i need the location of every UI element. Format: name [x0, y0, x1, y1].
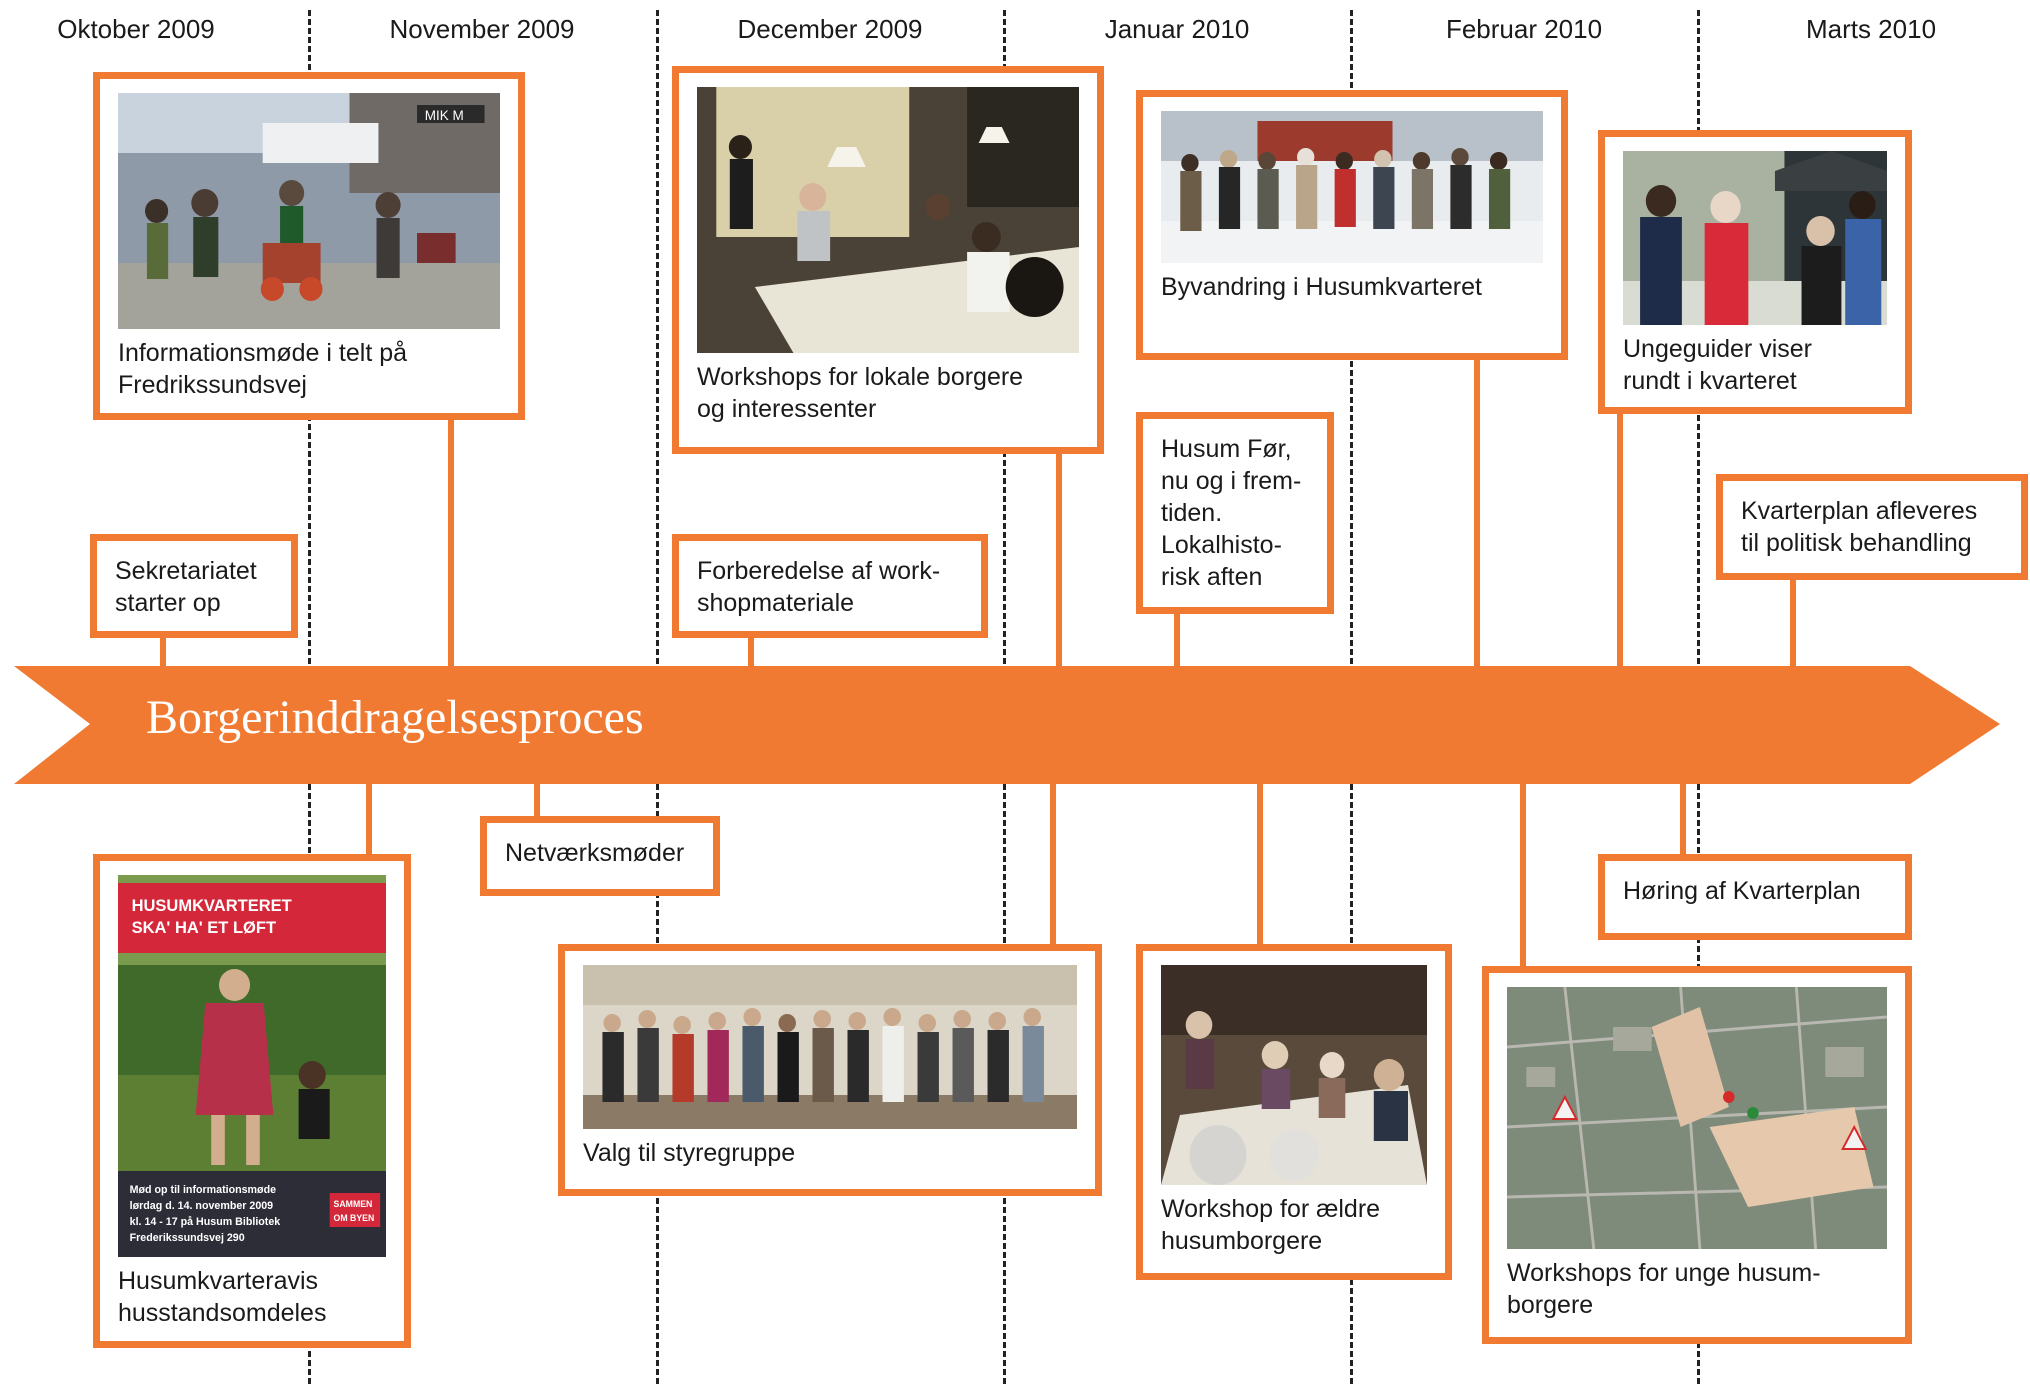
connector-line [1050, 782, 1056, 944]
event-informationsmoede: MIK M Informationsmøde i telt på Fredrik… [93, 72, 525, 420]
event-caption: Byvandring i Husumkvarteret [1161, 273, 1482, 301]
event-caption: Netværksmøder [505, 839, 685, 867]
event-kvarterplan-afleveres: Kvarterplan afleveres til politisk behan… [1716, 474, 2028, 580]
photo-young-guides [1623, 151, 1887, 325]
event-caption: Ungeguider viser rundt i kvarteret [1623, 335, 1812, 395]
event-caption: Kvarterplan afleveres til politisk behan… [1741, 497, 1978, 557]
connector-line [1174, 612, 1180, 668]
event-caption: Workshops for lokale borgere og interess… [697, 363, 1024, 423]
connector-line [1056, 450, 1062, 668]
photo-map-hands [1507, 987, 1887, 1249]
photo-workshop-room [697, 87, 1079, 353]
event-caption: Informationsmøde i telt på Fredrikssunds… [118, 339, 408, 399]
event-caption: Valg til styregruppe [583, 1139, 796, 1167]
event-workshops-unge: Workshops for unge husum- borgere [1482, 966, 1912, 1344]
newspaper-line-3: kl. 14 - 17 på Husum Bibliotek [130, 1216, 282, 1228]
newspaper-headline-2: SKA' HA' ET LØFT [132, 918, 277, 937]
event-hoering-kvarterplan: Høring af Kvarterplan [1598, 854, 1912, 940]
month-label-januar-2010: Januar 2010 [1104, 14, 1250, 44]
connector-line [748, 636, 754, 668]
connector-line [366, 782, 372, 858]
event-husum-foer-nu: Husum Før, nu og i frem- tiden. Lokalhis… [1136, 412, 1334, 614]
event-caption: Husum Før, nu og i frem- tiden. Lokalhis… [1161, 435, 1302, 591]
event-sekretariatet: Sekretariatet starter op [90, 534, 298, 638]
process-arrow [14, 666, 2000, 784]
connector-line [1520, 782, 1526, 968]
photo-group-walk-snow [1161, 111, 1543, 263]
event-caption: Workshop for ældre husumborgere [1161, 1195, 1381, 1255]
event-ungeguider: Ungeguider viser rundt i kvarteret [1598, 130, 1912, 414]
newspaper-badge-1: SAMMEN [334, 1199, 373, 1209]
store-sign-text: MIK M [425, 108, 464, 123]
process-arrow-label: Borgerinddragelsesproces [146, 691, 644, 744]
event-caption: Sekretariatet starter op [115, 557, 257, 617]
month-label-november-2009: November 2009 [389, 14, 575, 44]
connector-line [1474, 354, 1480, 668]
month-label-marts-2010: Marts 2010 [1805, 14, 1937, 44]
month-label-oktober-2009: Oktober 2009 [57, 14, 215, 44]
event-byvandring: Byvandring i Husumkvarteret [1136, 90, 1568, 360]
event-workshop-aeldre: Workshop for ældre husumborgere [1136, 944, 1452, 1280]
connector-line [1680, 782, 1686, 858]
event-valg-til-styregruppe: Valg til styregruppe [558, 944, 1102, 1196]
process-arrow-shape [14, 666, 2000, 784]
connector-line [1790, 578, 1796, 668]
event-caption: Høring af Kvarterplan [1623, 877, 1861, 905]
event-caption: Husumkvarteravis husstandsomdeles [118, 1267, 327, 1327]
newspaper-line-2: lørdag d. 14. november 2009 [130, 1200, 273, 1212]
event-netvaerksmoeder: Netværksmøder [480, 816, 720, 896]
photo-street-tent-meeting: MIK M [118, 93, 500, 329]
newspaper-headline-1: HUSUMKVARTERET [132, 896, 293, 915]
connector-line [160, 636, 166, 668]
month-label-december-2009: December 2009 [737, 14, 923, 44]
connector-line [1257, 782, 1263, 944]
month-label-februar-2010: Februar 2010 [1445, 14, 1603, 44]
newspaper-line-1: Mød op til informationsmøde [130, 1184, 276, 1196]
event-husumkvateravis: HUSUMKVARTERET SKA' HA' ET LØFT Mød op t… [93, 854, 411, 1348]
newspaper-line-4: Frederikssundsvej 290 [130, 1232, 245, 1244]
connector-line [534, 782, 540, 818]
connector-line [448, 418, 454, 668]
photo-elderly-workshop [1161, 965, 1427, 1185]
event-forberedelse: Forberedelse af work- shopmateriale [672, 534, 988, 638]
photo-group-photo [583, 965, 1077, 1129]
event-caption: Workshops for unge husum- borgere [1507, 1259, 1821, 1319]
newspaper-badge-2: OM BYEN [334, 1213, 375, 1223]
event-workshops-lokale-borgere: Workshops for lokale borgere og interess… [672, 66, 1104, 454]
event-caption: Forberedelse af work- shopmateriale [697, 557, 941, 617]
photo-newspaper-cover: HUSUMKVARTERET SKA' HA' ET LØFT Mød op t… [118, 875, 386, 1257]
connector-line [1617, 412, 1623, 668]
